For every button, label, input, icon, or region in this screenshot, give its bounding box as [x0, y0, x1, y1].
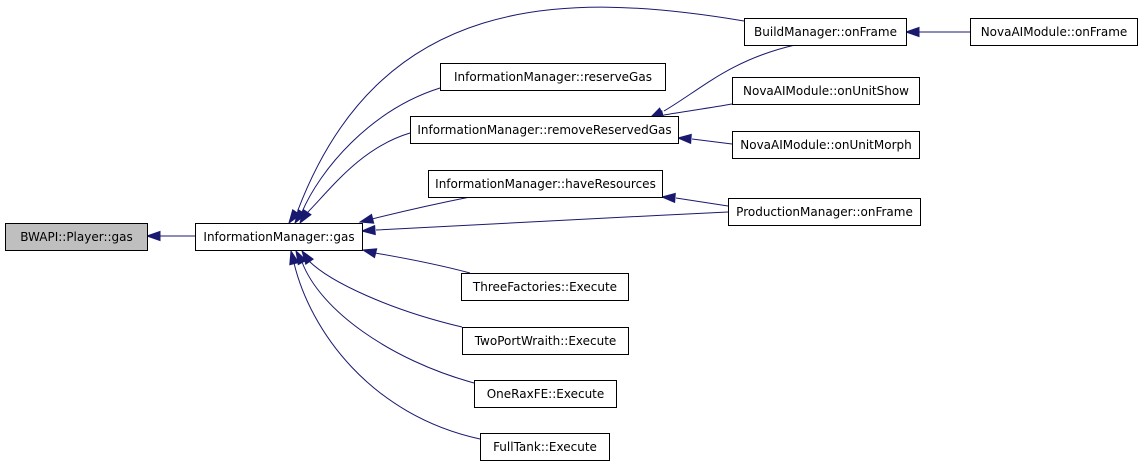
node-label: InformationManager::removeReservedGas [417, 123, 671, 137]
node-box [428, 170, 663, 198]
edge-production_onframe-to-info_gas [375, 211, 729, 231]
node-box [970, 18, 1138, 46]
node-full-tank[interactable]: FullTank::Execute [480, 433, 610, 461]
arrowhead-full_tank-to-info_gas [289, 249, 300, 266]
node-label: ThreeFactories::Execute [472, 280, 617, 294]
node-label: NovaAIModule::onUnitShow [743, 84, 909, 98]
edge-have_resources-to-info_gas [371, 196, 471, 220]
graph-edges [145, 6, 970, 440]
arrowhead-have_resources-to-info_gas [358, 213, 375, 224]
edge-one_rax_fe-to-info_gas [301, 261, 475, 384]
edge-two_port_wraith-to-info_gas [308, 260, 463, 328]
arrowhead-production_onframe-to-info_gas [360, 224, 376, 236]
node-label: TwoPortWraith::Execute [474, 334, 617, 348]
node-nova-onunitmorph[interactable]: NovaAIModule::onUnitMorph [732, 131, 920, 159]
node-reserve-gas[interactable]: InformationManager::reserveGas [440, 63, 666, 91]
node-box [461, 273, 629, 301]
node-two-port-wraith[interactable]: TwoPortWraith::Execute [462, 327, 629, 355]
edge-build_manager_onframe-to-info_gas [297, 6, 745, 211]
node-label: NovaAIModule::onUnitMorph [740, 138, 911, 152]
arrowhead-one_rax_fe-to-info_gas [295, 249, 308, 266]
node-label: FullTank::Execute [493, 440, 597, 454]
node-box [5, 223, 148, 251]
edge-full_tank-to-info_gas [293, 262, 481, 440]
node-bwapi-player-gas: BWAPI::Player::gas [5, 223, 148, 251]
arrowhead-info_gas-to-bwapi_player_gas [145, 230, 161, 242]
node-label: ProductionManager::onFrame [736, 205, 913, 219]
node-box [474, 380, 617, 408]
edge-build_manager_onframe-to-remove_reserved_gas [663, 44, 796, 112]
graph-nodes: BWAPI::Player::gas InformationManager::ga… [5, 18, 1138, 461]
arrowhead-three_factories-to-info_gas [361, 248, 378, 259]
node-label: OneRaxFE::Execute [487, 387, 605, 401]
node-box [410, 116, 679, 144]
node-label: InformationManager::haveResources [435, 177, 656, 191]
arrowhead-nova_onunitmorph-to-remove_reserved_gas [676, 133, 692, 145]
node-nova-onunitshow[interactable]: NovaAIModule::onUnitShow [732, 77, 920, 105]
node-label: InformationManager::gas [203, 230, 354, 244]
node-box [440, 63, 666, 91]
node-box [728, 198, 921, 226]
node-box [462, 327, 629, 355]
node-label: InformationManager::reserveGas [454, 70, 652, 84]
edge-production_onframe-to-have_resources [675, 197, 729, 207]
node-one-rax-fe[interactable]: OneRaxFE::Execute [474, 380, 617, 408]
node-production-onframe[interactable]: ProductionManager::onFrame [728, 198, 921, 226]
node-info-gas[interactable]: InformationManager::gas [195, 223, 363, 251]
edge-three_factories-to-info_gas [374, 252, 471, 274]
edge-nova_onunitshow-to-remove_reserved_gas [663, 103, 733, 116]
node-box [732, 131, 920, 159]
node-three-factories[interactable]: ThreeFactories::Execute [461, 273, 629, 301]
node-label: BWAPI::Player::gas [20, 230, 133, 244]
node-box [732, 77, 920, 105]
node-label: BuildManager::onFrame [754, 25, 897, 39]
node-remove-reserved-gas[interactable]: InformationManager::removeReservedGas [410, 116, 679, 144]
edge-reserve_gas-to-info_gas [301, 87, 441, 213]
node-label: NovaAIModule::onFrame [981, 25, 1128, 39]
node-box [195, 223, 363, 251]
node-nova-onframe[interactable]: NovaAIModule::onFrame [970, 18, 1138, 46]
edge-remove_reserved_gas-to-info_gas [305, 132, 411, 215]
node-have-resources[interactable]: InformationManager::haveResources [428, 170, 663, 198]
arrowhead-nova_onframe-to-build_manager_onframe [904, 26, 920, 38]
node-box [744, 18, 907, 46]
edge-nova_onunitmorph-to-remove_reserved_gas [691, 138, 733, 145]
arrowhead-remove_reserved_gas-to-info_gas [299, 208, 312, 225]
arrowhead-production_onframe-to-have_resources [660, 192, 676, 204]
node-box [480, 433, 610, 461]
node-build-manager-onframe[interactable]: BuildManager::onFrame [744, 18, 907, 46]
